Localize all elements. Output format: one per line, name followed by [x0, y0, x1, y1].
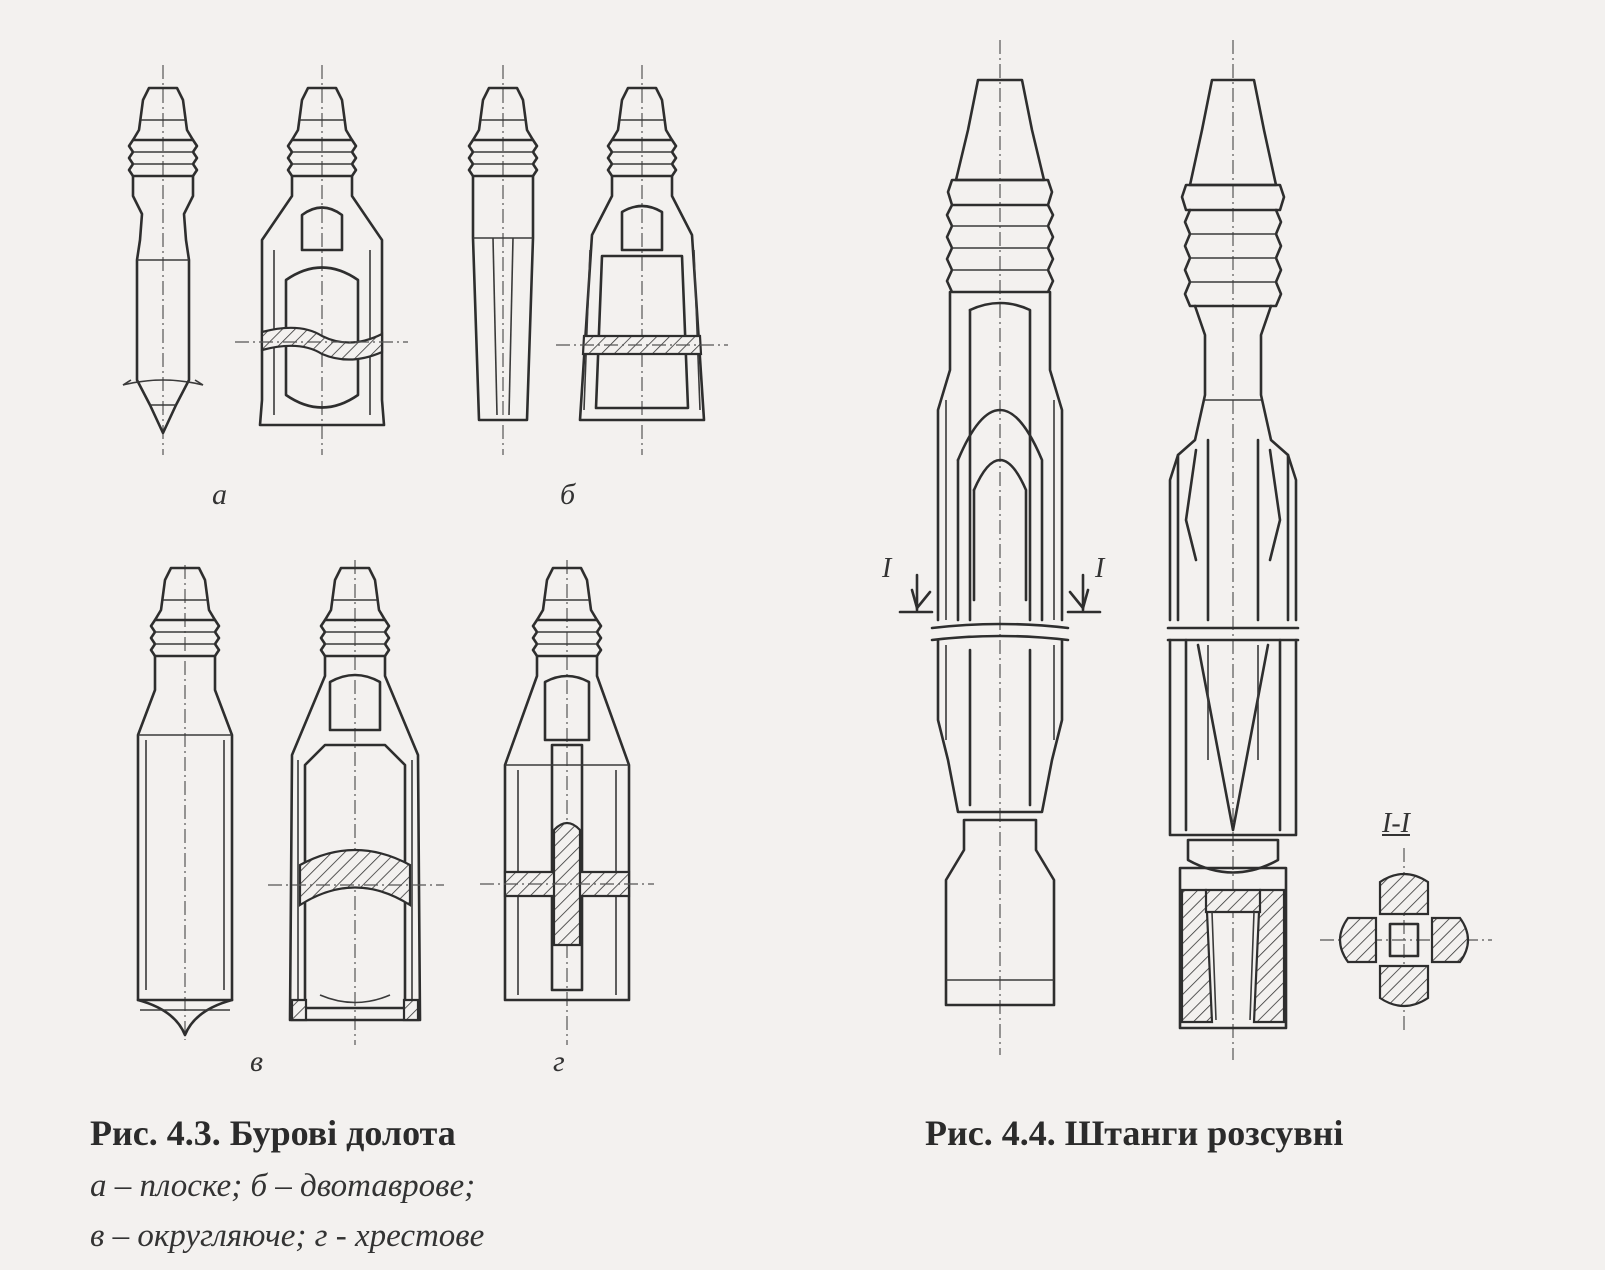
rod-right: [1166, 40, 1300, 1060]
label-g: г: [553, 1045, 565, 1078]
caption-fig-4-3: Рис. 4.3. Бурові долота: [90, 1113, 456, 1153]
bit-b-front: [556, 65, 728, 455]
legend-line-1: а – плоске; б – двотаврове;: [90, 1168, 476, 1204]
label-a: а: [212, 478, 227, 511]
bit-v-side: [136, 565, 234, 1040]
section-mark-left: I: [882, 553, 892, 584]
section-i-i: [1320, 848, 1492, 1030]
bit-b-side: [467, 65, 539, 455]
section-title: I-I: [1382, 808, 1410, 839]
caption-fig-4-4: Рис. 4.4. Штанги розсувні: [925, 1113, 1344, 1153]
legend-line-2: в – округляюче; г - хрестове: [90, 1218, 485, 1254]
section-marks: [898, 573, 1102, 614]
bit-v-front: [268, 560, 444, 1045]
rod-left: [930, 40, 1070, 1055]
section-mark-right: I: [1095, 553, 1105, 584]
bit-a-front: [235, 65, 408, 455]
bit-g-front: [480, 560, 654, 1045]
label-b: б: [560, 478, 576, 511]
label-v: в: [250, 1045, 264, 1078]
bit-a-side: [122, 65, 204, 455]
